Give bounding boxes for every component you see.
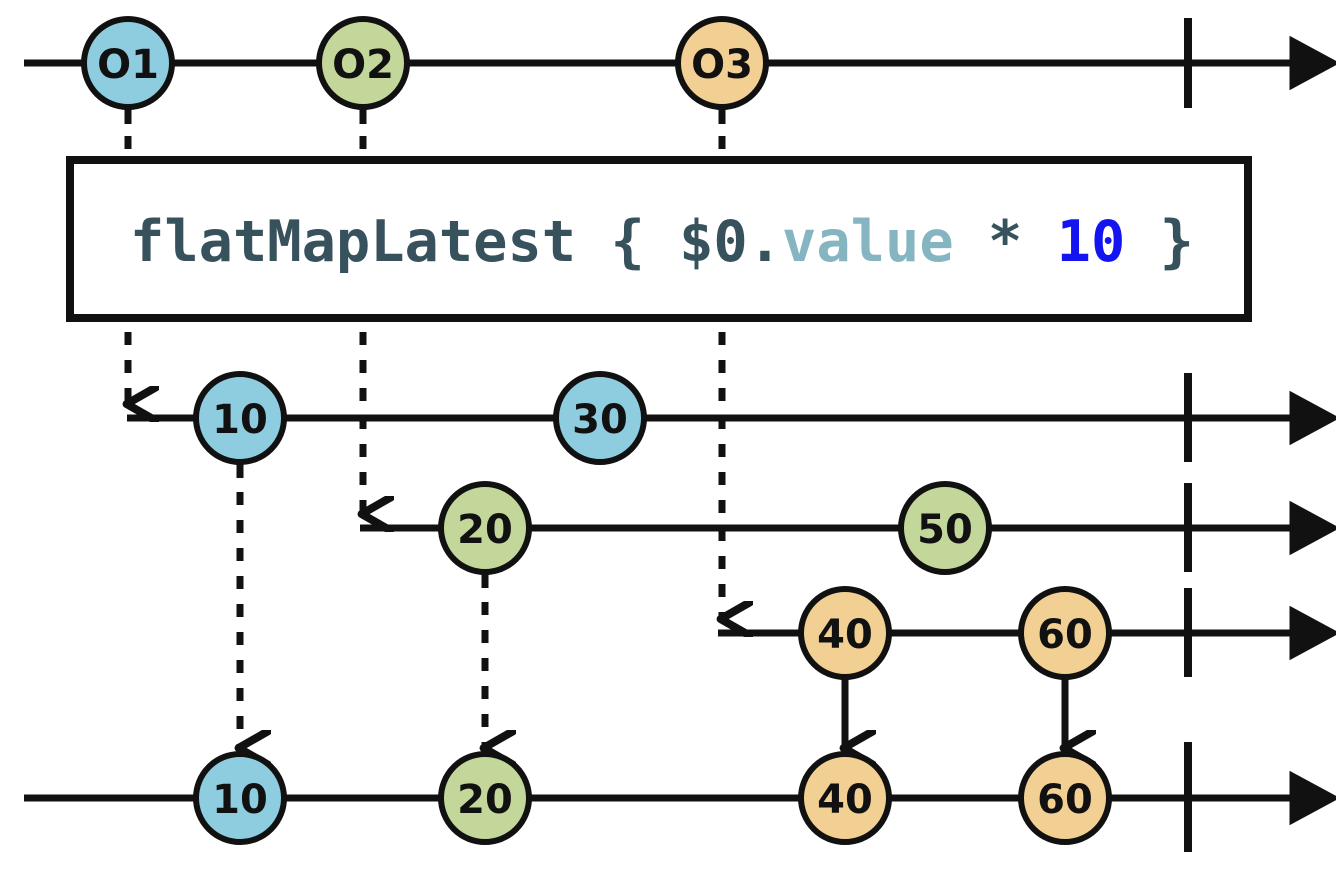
marble-label: 20 xyxy=(457,507,513,553)
operator-code-text: flatMapLatest { $0.value * 10 } xyxy=(130,209,1194,275)
marble-inner1-30[interactable]: 30 xyxy=(553,371,647,465)
code-token-0: flatMapLatest xyxy=(130,209,610,275)
marble-source-O3[interactable]: O3 xyxy=(675,16,769,110)
marble-label: 10 xyxy=(212,777,268,823)
marble-label: O2 xyxy=(332,42,394,88)
marble-circle xyxy=(1018,586,1112,680)
marble-label: 60 xyxy=(1037,612,1093,658)
marbles-layer: O1 O2 O3 10 30 20 50 40 60 10 20 40 60 xyxy=(81,16,1112,845)
marble-circle xyxy=(798,751,892,845)
marble-result-20[interactable]: 20 xyxy=(438,751,532,845)
marble-circle xyxy=(1018,751,1112,845)
marble-circle xyxy=(81,16,175,110)
marble-circle xyxy=(438,481,532,575)
operator-box[interactable]: flatMapLatest { $0.value * 10 } xyxy=(66,156,1252,322)
code-token-3: . xyxy=(748,209,782,275)
code-token-9: } xyxy=(1125,209,1194,275)
marble-circle xyxy=(675,16,769,110)
operator-box-layer: flatMapLatest { $0.value * 10 } xyxy=(66,156,1252,322)
code-token-1: { xyxy=(610,209,679,275)
marble-label: O1 xyxy=(97,42,159,88)
marble-inner2-20[interactable]: 20 xyxy=(438,481,532,575)
marble-circle xyxy=(193,751,287,845)
source-observable-timeline xyxy=(24,18,1336,108)
marble-label: 40 xyxy=(817,612,873,658)
operator-box-frame xyxy=(66,156,1252,322)
marble-circle xyxy=(898,481,992,575)
code-token-6: * xyxy=(988,209,1022,275)
marble-inner3-40[interactable]: 40 xyxy=(798,586,892,680)
marble-result-60[interactable]: 60 xyxy=(1018,751,1112,845)
marble-result-10[interactable]: 10 xyxy=(193,751,287,845)
marble-inner1-10[interactable]: 10 xyxy=(193,371,287,465)
code-token-5 xyxy=(954,209,988,275)
marble-result-40[interactable]: 40 xyxy=(798,751,892,845)
code-token-2: $0 xyxy=(679,209,748,275)
marble-source-O2[interactable]: O2 xyxy=(316,16,410,110)
marble-label: 40 xyxy=(817,777,873,823)
marble-label: 30 xyxy=(572,397,628,443)
marble-circle xyxy=(438,751,532,845)
marble-circle xyxy=(553,371,647,465)
marble-label: 20 xyxy=(457,777,513,823)
marble-source-O1[interactable]: O1 xyxy=(81,16,175,110)
marble-circle xyxy=(193,371,287,465)
marble-inner2-50[interactable]: 50 xyxy=(898,481,992,575)
code-token-4: value xyxy=(782,209,954,275)
marble-label: 50 xyxy=(917,507,973,553)
marble-circle xyxy=(316,16,410,110)
marble-circle xyxy=(798,586,892,680)
code-token-7 xyxy=(1022,209,1056,275)
marble-inner3-60[interactable]: 60 xyxy=(1018,586,1112,680)
code-token-8: 10 xyxy=(1057,209,1126,275)
marble-label: 10 xyxy=(212,397,268,443)
inner-observable-1-timeline xyxy=(127,373,1336,462)
marble-label: 60 xyxy=(1037,777,1093,823)
marble-label: O3 xyxy=(691,42,753,88)
